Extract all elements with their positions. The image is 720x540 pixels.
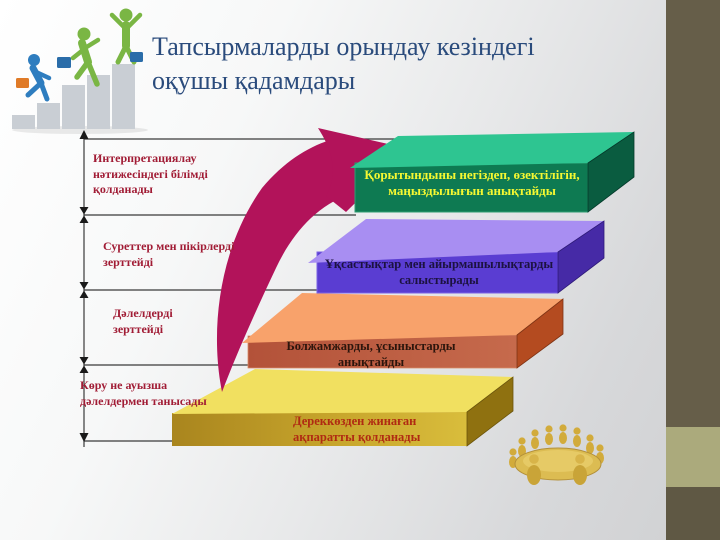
side-band-segment-dark-bottom [666,487,720,540]
stair-bars [12,64,135,129]
axis-label-visual-oral: Көру не ауызша дәлелдермен танысады [80,378,207,408]
step-slab-4 [350,131,635,213]
step-label-3: Ұқсастықтар мен айырмашылықтарды салысты… [324,257,554,287]
axis-label-pictures: Суреттер мен пікірлерді зерттейді [103,239,235,269]
climbing-figures-logo-icon [12,8,148,134]
blue-briefcase-icon [130,52,143,62]
round-table-people-icon [509,424,604,485]
axis-tick-markers [79,130,89,442]
blue-climber-figure [25,54,52,102]
blue-briefcase-icon [57,57,71,68]
green-climber-figure [70,27,101,87]
orange-briefcase-icon [16,78,29,88]
step-label-1: Дереккөзден жинаған ақпаратты қолданады [293,414,421,444]
page-title-line1: Тапсырмаларды орындау кезіндегі [152,32,535,61]
step-slab-1 [172,369,514,447]
step-label-2: Болжамжарды, ұсыныстарды анықтайды [286,339,456,369]
axis-label-interpretation: Интерпретациялау нәтижесіндегі білімді қ… [93,151,208,197]
axis-label-evidence: Дәлелдерді зерттейді [113,306,173,336]
side-band-segment-khaki [666,427,720,487]
step-label-4: Қорытындыны негіздеп, өзектілігін, маңыз… [364,167,580,199]
page-title: Тапсырмаларды орындау кезіндегі оқушы қа… [152,30,652,99]
step-slab-3 [308,219,605,294]
front-seated-figures [527,454,587,485]
side-band [666,0,720,540]
page-title-line2: оқушы қадамдары [152,66,356,96]
side-band-segment-dark-top [666,0,720,427]
step-slab-2 [242,293,564,369]
